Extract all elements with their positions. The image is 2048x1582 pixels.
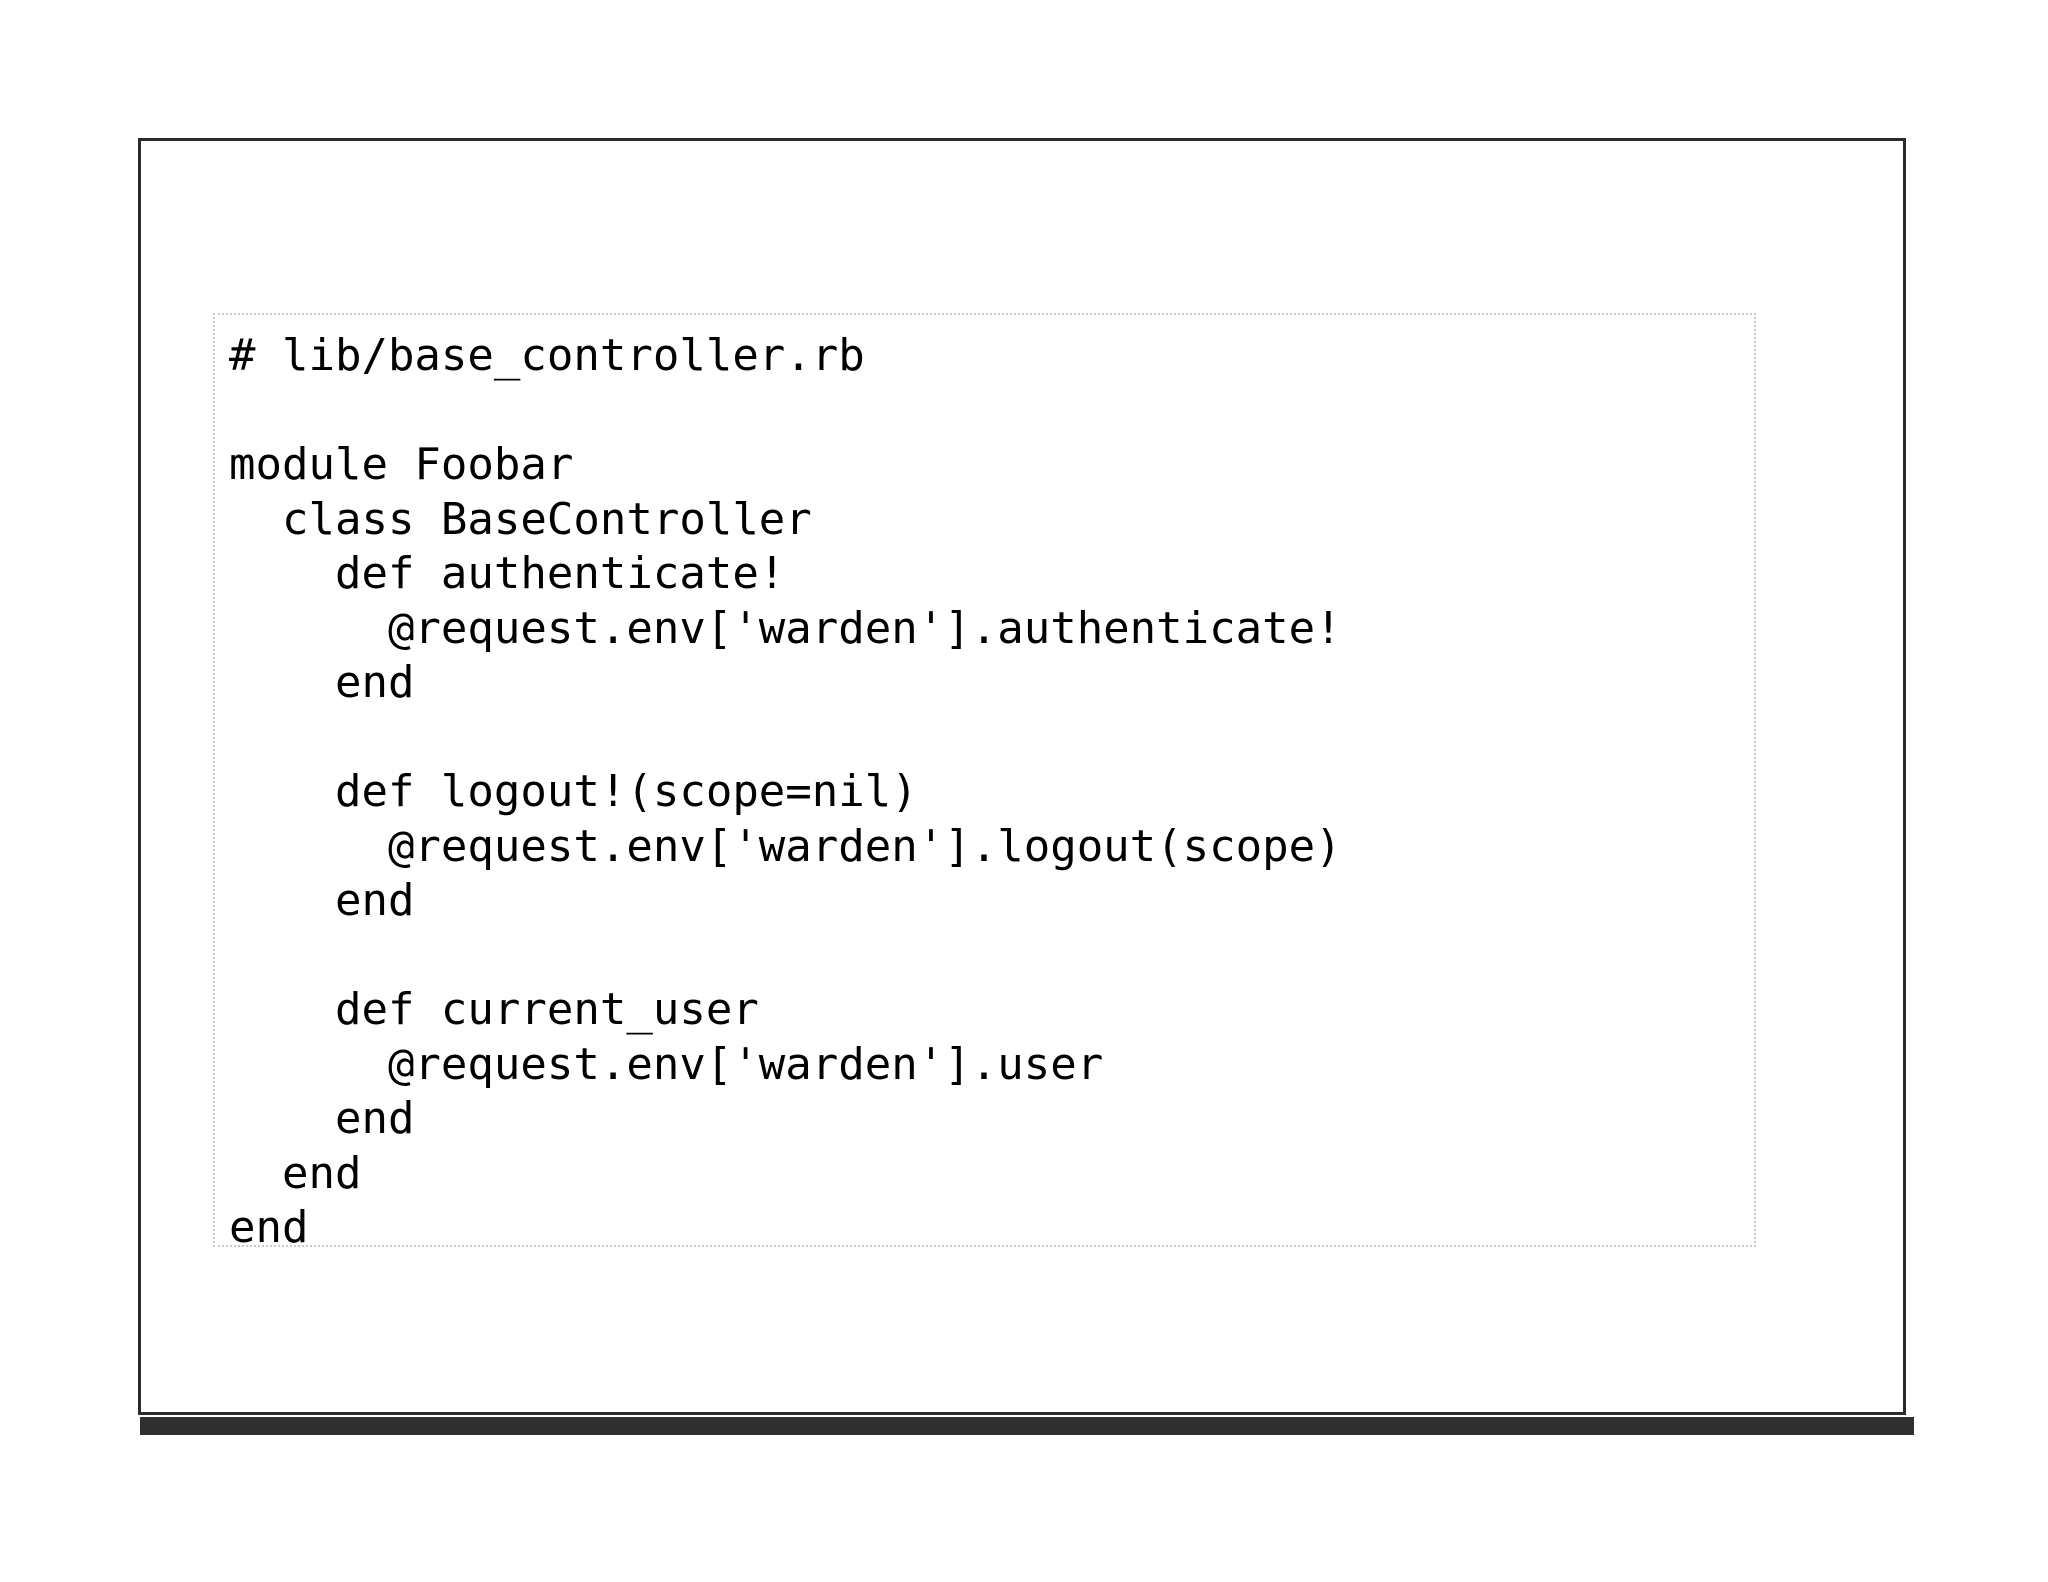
code-line (229, 711, 1342, 766)
code-line: @request.env['warden'].authenticate! (229, 602, 1342, 654)
code-line (229, 929, 1342, 984)
code-line: end (229, 875, 415, 926)
code-line: def logout!(scope=nil) (229, 766, 918, 817)
code-line: def authenticate! (229, 548, 786, 599)
code-line: end (229, 657, 415, 708)
code-line: def current_user (229, 984, 759, 1035)
code-line: end (229, 1093, 415, 1144)
code-line: module Foobar (229, 439, 574, 490)
slide-shadow-bar (140, 1417, 1914, 1435)
code-line: @request.env['warden'].logout(scope) (229, 820, 1342, 872)
code-line: # lib/base_controller.rb (229, 330, 865, 381)
code-line (229, 384, 1342, 439)
code-line: class BaseController (229, 493, 812, 545)
slide-sheet: # lib/base_controller.rb module Foobar c… (138, 138, 1906, 1415)
code-listing: # lib/base_controller.rb module Foobar c… (229, 329, 1342, 1256)
code-line: @request.env['warden'].user (229, 1038, 1104, 1090)
code-block[interactable]: # lib/base_controller.rb module Foobar c… (213, 313, 1756, 1253)
code-line: end (229, 1202, 309, 1253)
code-line: end (229, 1147, 362, 1199)
